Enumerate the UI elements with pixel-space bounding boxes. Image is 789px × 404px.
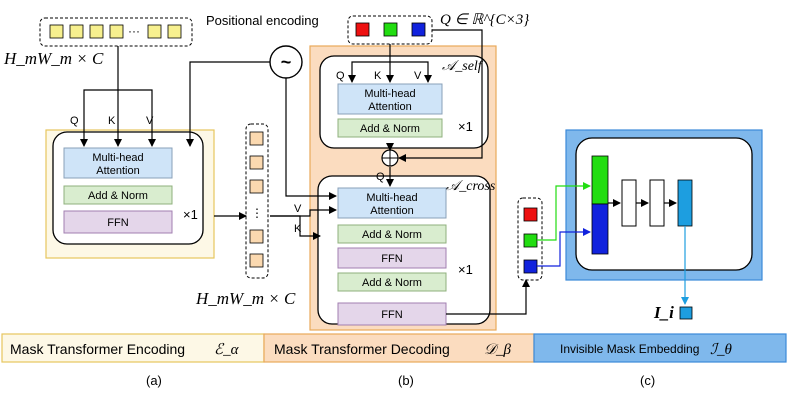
sublabel-b: (b) [398,373,414,388]
decoder-panel: Multi-head Attention Add & Norm ×1 𝒜_sel… [309,45,497,331]
encoder-q-label: Q [70,115,79,127]
self-input-arrows [348,29,483,187]
caption-bar: Mask Transformer Encoding ℰ_α Mask Trans… [1,333,787,363]
self-q-label: Q [336,70,345,82]
encoder-v-label: V [146,115,154,127]
encoder-ffn: FFN [107,217,128,229]
encoder-repeat: ×1 [183,207,198,222]
query-label: Q ∈ ℝ^{C×3} [440,12,529,28]
cross-add-norm-1: Add & Norm [362,229,422,241]
self-repeat: ×1 [458,119,473,134]
positional-encoding-label: Positional encoding [206,13,319,28]
self-mha-line1: Multi-head [364,88,415,100]
embedding-symbol: ℐ_θ [710,342,733,358]
cross-repeat: ×1 [458,262,473,277]
encoder-k-label: K [108,115,116,127]
cross-attention-label: 𝒜_cross [446,179,496,194]
cross-add-norm-2: Add & Norm [362,277,422,289]
cross-mha-line1: Multi-head [366,192,417,204]
sublabel-a: (a) [146,373,162,388]
self-mha-line2: Attention [368,101,411,113]
cross-mha-line2: Attention [370,205,413,217]
encoder-mha-line2: Attention [96,165,139,177]
embedding-caption: Invisible Mask Embedding [560,342,699,356]
positional-encoding-symbol: ~ [281,52,292,72]
self-add-norm: Add & Norm [360,123,420,135]
output-query-tokens [517,197,543,281]
decoder-output-arrow [446,279,530,315]
embedding-arrows [537,182,689,305]
self-attention-label: 𝒜_self [442,59,484,74]
middle-dots: ⋮ [251,206,263,220]
cross-ffn-1: FFN [381,253,402,265]
cross-v-label: V [294,203,302,215]
sublabel-c: (c) [640,373,655,388]
decoder-caption: Mask Transformer Decoding [274,341,450,357]
encoder-add-norm: Add & Norm [88,190,148,202]
output-label: I_i [653,303,674,322]
cross-k-label: K [294,223,302,235]
token-ellipsis: ··· [128,24,140,38]
encoder-input-dims: H_mW_m × C [3,49,104,68]
decoder-symbol: 𝒟_β [484,342,511,358]
middle-dims: H_mW_m × C [195,289,296,308]
cross-q-label: Q [376,171,385,183]
encoder-mha-line1: Multi-head [92,152,143,164]
encoder-symbol: ℰ_α [214,342,240,358]
middle-tokens: ⋮ [245,123,269,279]
self-k-label: K [374,70,382,82]
self-v-label: V [414,70,422,82]
cross-input-arrows [270,78,337,240]
output-embedding [679,306,693,320]
embedding-panel [565,129,763,281]
encoder-panel: Multi-head Attention Add & Norm FFN ×1 [45,129,215,259]
query-tokens [347,15,433,45]
encoder-caption: Mask Transformer Encoding [10,341,185,357]
encoder-input-tokens: ··· [39,17,193,47]
encoder-input-arrows [80,46,270,147]
cross-ffn-2: FFN [381,309,402,321]
